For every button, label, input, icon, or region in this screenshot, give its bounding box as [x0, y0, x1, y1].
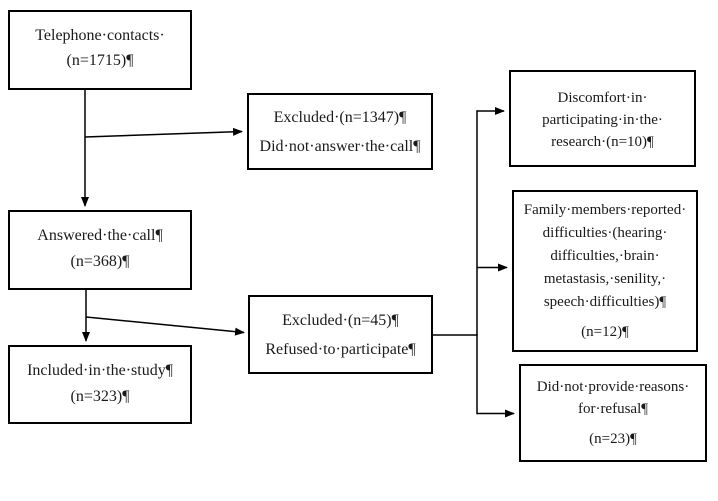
arrow-to-excluded-refused — [85, 316, 245, 336]
box-text-line: Discomfort·in· — [557, 90, 648, 106]
box-no-reason: Did·not·provide·reasons· for·refusal¶ (n… — [519, 364, 707, 462]
box-text-line: (n=323)¶ — [70, 388, 130, 405]
box-text-line: difficulties,·brain· — [550, 248, 660, 264]
box-text-line: Telephone·contacts· — [35, 27, 165, 44]
box-text-line: Excluded·(n=45)¶ — [282, 312, 399, 329]
box-text-line: Excluded·(n=1347)¶ — [273, 109, 407, 126]
box-text-line: Did·not·provide·reasons· — [536, 379, 690, 395]
box-text-line: (n=12)¶ — [581, 324, 629, 340]
box-text-line: for·refusal¶ — [577, 401, 649, 417]
box-text-line: metastasis,·senility,· — [543, 271, 667, 287]
box-text-line: (n=368)¶ — [70, 253, 130, 270]
box-text-line: Family·members·reported· — [523, 202, 687, 218]
box-text-line: Did·not·answer·the·call¶ — [259, 138, 421, 155]
box-text-line: speech·difficulties)¶ — [543, 294, 667, 310]
box-text-line: Refused·to·participate¶ — [265, 341, 416, 358]
box-text-line: Answered·the·call¶ — [37, 227, 163, 244]
box-text-line: research·(n=10)¶ — [551, 134, 654, 150]
box-family-difficulties: Family·members·reported· difficulties·(h… — [512, 190, 698, 352]
arrow-to-excluded-no-answer — [84, 127, 243, 138]
box-text-line: (n=23)¶ — [589, 431, 637, 447]
box-excluded-refused: Excluded·(n=45)¶ Refused·to·participate¶ — [248, 295, 433, 374]
box-text-line: Included·in·the·study¶ — [27, 362, 173, 379]
box-included-study: Included·in·the·study¶ (n=323)¶ — [8, 345, 192, 424]
box-text-line: participating·in·the· — [542, 112, 663, 128]
box-text-line: (n=1715)¶ — [66, 52, 134, 69]
box-telephone-contacts: Telephone·contacts· (n=1715)¶ — [8, 10, 192, 90]
box-excluded-no-answer: Excluded·(n=1347)¶ Did·not·answer·the·ca… — [247, 93, 433, 170]
box-text-line: difficulties·(hearing· — [542, 225, 668, 241]
box-discomfort: Discomfort·in· participating·in·the· res… — [509, 70, 696, 167]
box-answered-call: Answered·the·call¶ (n=368)¶ — [8, 210, 192, 290]
